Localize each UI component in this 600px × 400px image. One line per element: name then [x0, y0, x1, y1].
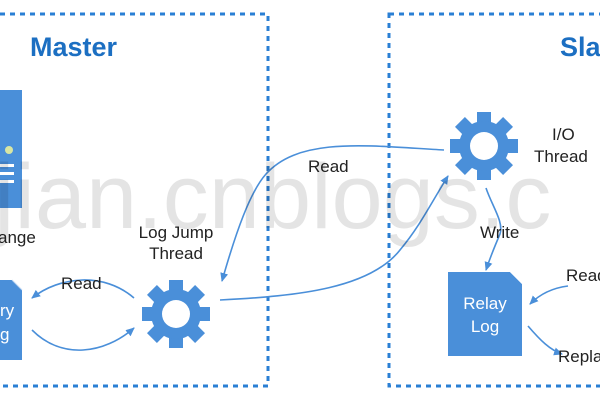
binary-log-label-1: ry [0, 301, 15, 320]
write-arrow [484, 187, 502, 271]
watermark-text: jian.cnblogs.c [0, 146, 551, 248]
slave-replay-label: Repla [558, 347, 600, 366]
relay-log-label-1: Relay [463, 294, 507, 313]
master-read-arrow [31, 279, 135, 299]
log-jump-thread-gear-icon [142, 280, 210, 348]
binary-log-label-2: g [0, 325, 9, 344]
io-thread-label-2: Thread [534, 147, 588, 166]
log-jump-thread-label-2: Thread [149, 244, 203, 263]
data-change-label: ange [0, 228, 36, 247]
io-thread-label-1: I/O [552, 125, 575, 144]
binary-log-box [0, 279, 23, 360]
slave-read-label: Read [566, 266, 600, 285]
io-to-log-jump-read-arrow [220, 145, 445, 282]
binary-log-to-gear-arrow [31, 327, 135, 351]
write-label: Write [480, 223, 519, 242]
master-heading: Master [30, 32, 118, 62]
log-jump-to-io-arrow [219, 175, 449, 301]
master-container [0, 12, 270, 388]
middle-read-label: Read [308, 157, 349, 176]
master-read-label: Read [61, 274, 102, 293]
relay-log-box [448, 272, 522, 356]
slave-replay-arrow [527, 325, 563, 356]
slave-read-arrow [529, 285, 569, 305]
slave-heading: Sla [560, 32, 600, 62]
log-jump-thread-label-1: Log Jump [139, 223, 214, 242]
relay-log-label-2: Log [471, 317, 499, 336]
data-change-icon [0, 90, 22, 208]
slave-container [387, 12, 600, 388]
